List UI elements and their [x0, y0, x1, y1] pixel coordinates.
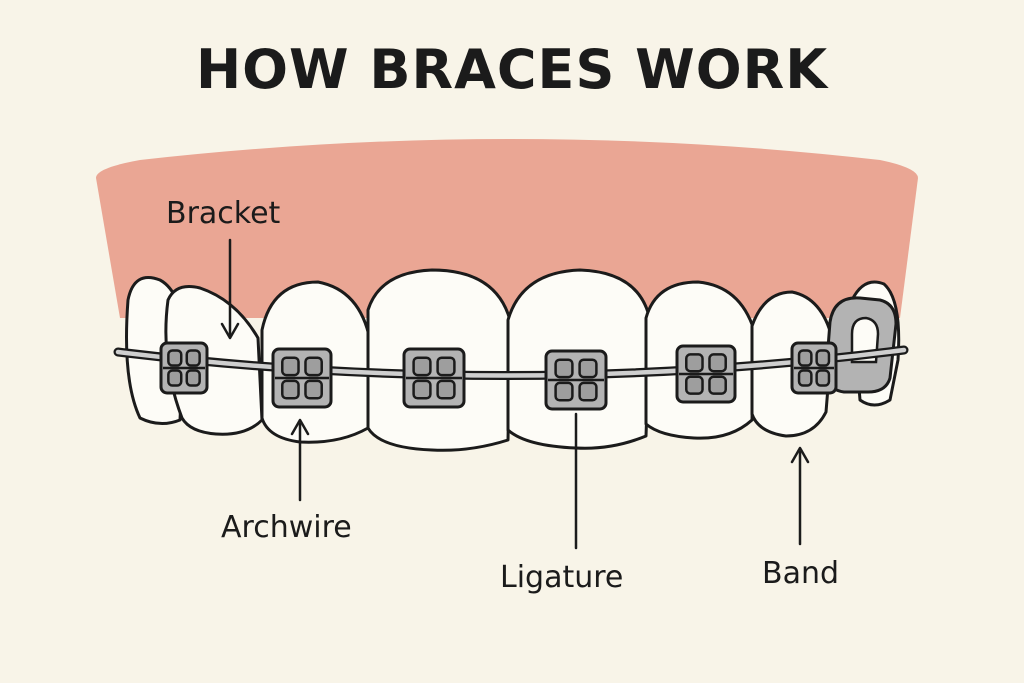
bracket-1-wing-1: [167, 349, 183, 367]
bracket-arrowhead: [220, 322, 240, 340]
bracket-5-wing-3: [685, 375, 704, 395]
bracket-4-wing-4: [578, 381, 598, 402]
band-arrowhead: [790, 446, 810, 464]
bracket-6-wing-2: [815, 349, 831, 367]
bracket-1-wing-3: [167, 369, 183, 387]
bracket-5: [675, 344, 737, 404]
bracket-2: [271, 347, 333, 409]
bracket-1-wing-4: [185, 369, 201, 387]
bracket-2-wing-4: [304, 379, 323, 400]
bracket-3-wing-2: [436, 356, 456, 377]
bracket-2-wing-2: [304, 356, 323, 377]
bracket-2-wing-3: [281, 379, 300, 400]
bracket-3-wing-4: [436, 379, 456, 400]
band-label: Band: [762, 556, 840, 591]
bracket-4-wing-1: [554, 358, 574, 379]
bracket-4: [544, 349, 608, 411]
bracket-5-wing-4: [708, 375, 727, 395]
bracket-3-wing-1: [412, 356, 432, 377]
ligature-label: Ligature: [500, 560, 624, 595]
bracket-3: [402, 347, 466, 409]
bracket-4-wing-3: [554, 381, 574, 402]
bracket-1: [159, 341, 209, 395]
bracket-4-wing-2: [578, 358, 598, 379]
bracket-3-wing-3: [412, 379, 432, 400]
bracket-2-wing-1: [281, 356, 300, 377]
gum: [96, 139, 918, 318]
bracket-6-wing-1: [797, 349, 813, 367]
archwire-arrowhead: [290, 418, 310, 436]
bracket-5-wing-2: [708, 353, 727, 373]
bracket-6: [790, 341, 838, 395]
bracket-5-wing-1: [685, 353, 704, 373]
archwire-label: Archwire: [221, 510, 352, 545]
bracket-1-wing-2: [185, 349, 201, 367]
bracket-6-wing-3: [797, 369, 813, 387]
page-title: HOW BRACES WORK: [195, 38, 829, 101]
bracket-label: Bracket: [166, 196, 281, 231]
bracket-6-wing-4: [815, 369, 831, 387]
